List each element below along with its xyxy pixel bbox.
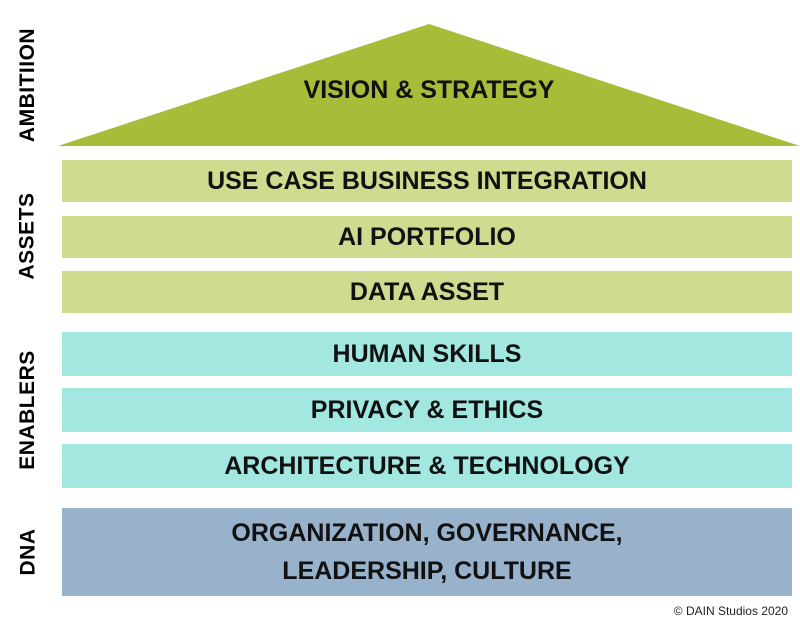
layer-ai-portfolio: AI PORTFOLIO [62,216,792,258]
vision-strategy-roof: VISION & STRATEGY [58,24,800,146]
layer-privacy-ethics: PRIVACY & ETHICS [62,388,792,432]
dna-line-1: ORGANIZATION, GOVERNANCE, [231,519,623,547]
ambition-label: AMBITIION [16,27,39,143]
layer-human-skills: HUMAN SKILLS [62,332,792,376]
dna-label: DNA [16,528,39,576]
assets-label: ASSETS [16,192,39,280]
layer-use-case-business-integration: USE CASE BUSINESS INTEGRATION [62,160,792,202]
copyright-text: © DAIN Studios 2020 [673,604,788,618]
layer-architecture-technology: ARCHITECTURE & TECHNOLOGY [62,444,792,488]
layer-data-asset: DATA ASSET [62,271,792,313]
layer-dna-organization: ORGANIZATION, GOVERNANCE, LEADERSHIP, CU… [62,508,792,596]
roof-triangle-shape [58,24,800,146]
enablers-label: ENABLERS [16,350,40,470]
dna-line-2: LEADERSHIP, CULTURE [282,557,572,585]
roof-label: VISION & STRATEGY [303,76,555,104]
